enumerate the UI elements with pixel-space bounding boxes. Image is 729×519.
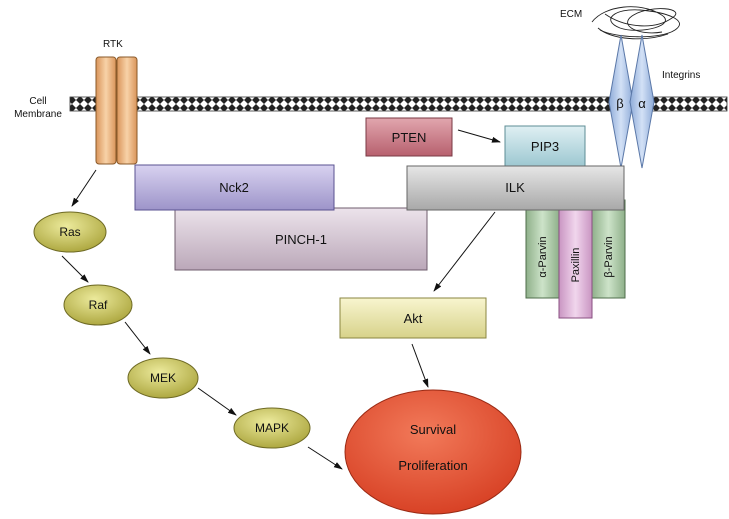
arrow-rtk-to-ras — [71, 169, 97, 207]
raf-oval — [63, 284, 133, 326]
akt-box — [339, 297, 487, 339]
raf-label: Raf — [89, 298, 108, 312]
pinch1-label: PINCH-1 — [275, 232, 327, 247]
arrow-pten-to-pip3 — [457, 129, 501, 143]
alpha-parvin-box — [525, 199, 560, 299]
beta-integrin-label: β — [616, 96, 623, 111]
pip3-box — [504, 125, 586, 167]
ras-oval — [33, 211, 107, 253]
survival-proliferation-oval — [344, 389, 522, 515]
ras-label: Ras — [59, 225, 80, 239]
cell-membrane — [69, 96, 728, 112]
rtk-receptor-left — [95, 56, 117, 165]
proliferation-label: Proliferation — [398, 458, 467, 473]
mek-oval — [127, 357, 199, 399]
arrow-ilk-to-akt — [433, 211, 496, 292]
rtk-receptor-right — [116, 56, 138, 165]
ilk-box — [406, 165, 625, 211]
rtk-label: RTK — [103, 39, 123, 50]
alpha-integrin — [629, 34, 655, 169]
pip3-label: PIP3 — [531, 139, 559, 154]
alpha-integrin-label: α — [638, 96, 646, 111]
integrins-label: Integrins — [662, 70, 700, 81]
membrane-label-line1: Cell — [29, 96, 46, 107]
beta-parvin-box — [591, 199, 626, 299]
arrow-akt-to-outcome — [411, 343, 429, 388]
arrow-mapk-to-outcome — [307, 446, 343, 470]
arrow-ras-to-raf — [61, 255, 89, 283]
nck2-box — [134, 164, 335, 211]
pten-label: PTEN — [392, 130, 427, 145]
pten-box — [365, 117, 453, 157]
akt-label: Akt — [404, 311, 423, 326]
pinch1-box — [174, 207, 428, 271]
paxillin-box — [558, 207, 593, 319]
mapk-oval — [233, 407, 311, 449]
mapk-label: MAPK — [255, 421, 289, 435]
paxillin-label: Paxillin — [570, 248, 582, 283]
ecm-label: ECM — [560, 9, 582, 20]
arrow-mek-to-mapk — [197, 387, 237, 416]
ilk-label: ILK — [505, 180, 525, 195]
survival-label: Survival — [410, 422, 456, 437]
nck2-label: Nck2 — [219, 180, 249, 195]
membrane-label-line2: Membrane — [14, 109, 62, 120]
beta-parvin-label: β-Parvin — [603, 236, 615, 277]
mek-label: MEK — [150, 371, 176, 385]
alpha-parvin-label: α-Parvin — [537, 236, 549, 277]
arrow-raf-to-mek — [124, 321, 151, 355]
ecm-fiber-tangle — [591, 6, 680, 40]
